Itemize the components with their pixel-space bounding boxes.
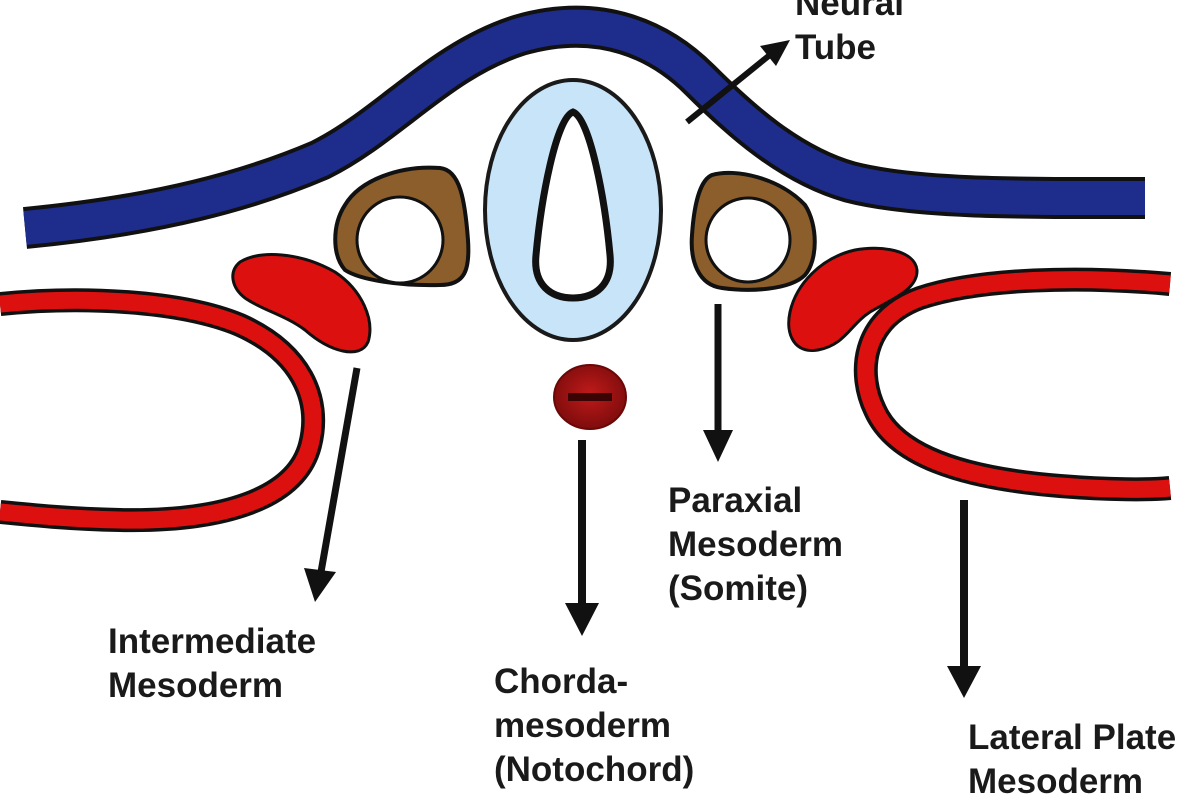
label-chorda-line1: Chorda-	[494, 662, 629, 701]
chorda-arrowhead	[565, 603, 599, 636]
ectoderm-layer-fill	[23, 9, 1146, 245]
label-lateral-line2: Mesoderm	[968, 762, 1144, 801]
label-intermediate-line1: Intermediate	[108, 622, 317, 661]
intermediate-mesoderm-left	[231, 253, 372, 354]
label-paraxial-line1: Paraxial	[668, 481, 803, 520]
label-lateral-line1: Lateral Plate	[968, 718, 1177, 757]
paraxial-arrowhead	[703, 430, 733, 462]
neural-canal	[532, 108, 614, 302]
label-paraxial-line3: (Somite)	[668, 569, 808, 608]
intermediate-mesoderm-right	[787, 246, 919, 353]
label-neural-tube-line2: Tube	[795, 28, 877, 67]
somite-left-cavity	[355, 195, 445, 285]
lateral-plate-arrowhead	[947, 666, 981, 698]
neural-tube-arrow	[685, 46, 780, 125]
somite-right-cavity	[704, 196, 792, 284]
label-chordamesoderm: Chorda- mesoderm (Notochord)	[494, 660, 694, 792]
label-intermediate-line2: Mesoderm	[108, 666, 284, 705]
label-neural-tube-line1: Neural	[795, 0, 904, 23]
label-paraxial-mesoderm: Paraxial Mesoderm (Somite)	[668, 479, 843, 611]
label-paraxial-line2: Mesoderm	[668, 525, 844, 564]
intermediate-arrowhead	[304, 568, 336, 602]
neural-tube-arrowhead	[760, 40, 790, 66]
lateral-plate-right-fill	[857, 271, 1171, 498]
label-intermediate-mesoderm: Intermediate Mesoderm	[108, 620, 316, 708]
label-lateral-plate-mesoderm: Lateral Plate Mesoderm	[968, 716, 1176, 804]
label-chorda-line3: (Notochord)	[494, 750, 695, 789]
label-neural-tube: Neural Tube	[795, 0, 904, 70]
label-chorda-line2: mesoderm	[494, 706, 672, 745]
intermediate-arrow	[317, 367, 361, 573]
lateral-plate-left-fill	[0, 291, 322, 529]
